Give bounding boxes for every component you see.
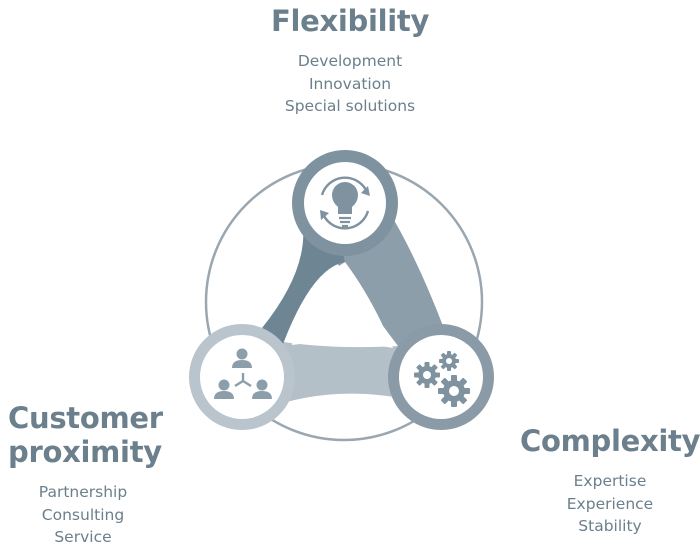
complexity-item: Stability <box>578 517 642 535</box>
flexibility-item: Innovation <box>308 74 392 93</box>
flexibility-item: Development <box>297 52 403 70</box>
gear-small-top-icon <box>439 351 459 371</box>
flexibility-title: Flexibility <box>270 4 430 38</box>
customer-proximity-item: Service <box>54 528 112 546</box>
gear-large-icon <box>438 375 470 407</box>
complexity-item: Expertise <box>573 472 647 490</box>
flexibility-items: Development Innovation Special solutions <box>0 50 700 118</box>
people-network-icon <box>214 348 272 399</box>
complexity-title: Complexity <box>520 424 700 458</box>
customer-proximity-title: Customer proximity <box>8 401 163 469</box>
inner-cutout <box>292 262 393 348</box>
customer-proximity-item: Consulting <box>41 505 125 524</box>
customer-proximity-items: Partnership Consulting Service <box>8 481 158 549</box>
lightbulb-cycle-icon <box>320 176 370 230</box>
gears-icon <box>414 351 470 407</box>
customer-proximity-title-line2: proximity <box>8 435 162 469</box>
node-complexity <box>388 324 494 430</box>
node-flexibility <box>292 150 398 256</box>
gear-small-left-icon <box>414 362 440 388</box>
complexity-items: Expertise Experience Stability <box>520 470 700 538</box>
customer-proximity-item: Partnership <box>38 483 128 501</box>
complexity-item: Experience <box>566 494 654 513</box>
customer-proximity-title-line1: Customer <box>8 401 163 435</box>
node-customer-proximity <box>189 324 295 430</box>
flexibility-item: Special solutions <box>284 97 416 115</box>
